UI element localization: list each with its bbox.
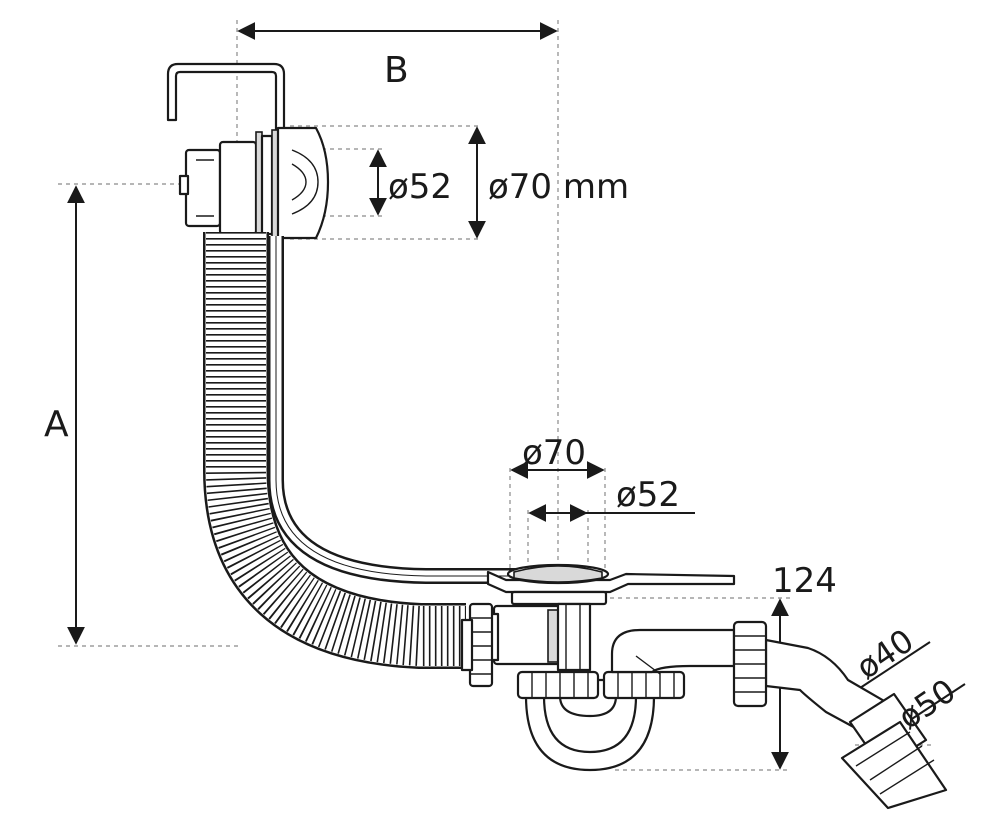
drain-outer-dia-label: ø70 — [522, 433, 586, 473]
outlet-dia-small-label: ø40 — [849, 621, 920, 686]
dimension-a-label: A — [44, 404, 69, 445]
drain-inner-dia-label: ø52 — [616, 475, 680, 515]
flex-hose — [203, 232, 466, 669]
outlet-spigot — [840, 692, 948, 810]
overflow-handle — [166, 62, 286, 140]
overflow-outer-dia-label: ø70 mm — [488, 167, 629, 207]
overflow-pipe — [268, 236, 516, 584]
trap-height-label: 124 — [772, 561, 837, 601]
drain-body — [460, 602, 592, 688]
overflow-inner-dia-label: ø52 — [388, 167, 452, 207]
drain-plug — [506, 563, 610, 606]
trap — [516, 670, 686, 772]
overflow-fitting — [178, 126, 330, 240]
dimension-b-label: B — [384, 50, 409, 91]
